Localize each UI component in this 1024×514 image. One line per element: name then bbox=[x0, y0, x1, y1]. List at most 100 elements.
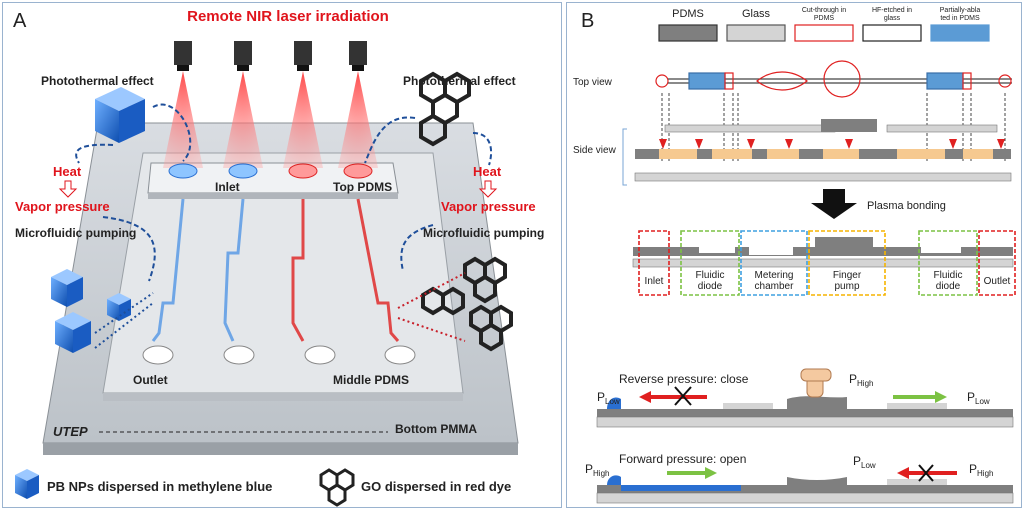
panel-a: A Remote NIR laser irradiation bbox=[2, 2, 562, 508]
forward-block-cross bbox=[918, 464, 934, 482]
outlet-well-2 bbox=[223, 345, 255, 365]
microfluidic-pumping-right: Microfluidic pumping bbox=[423, 226, 544, 240]
label-utep: UTEP bbox=[53, 424, 88, 439]
laser-1 bbox=[163, 41, 203, 168]
label-outlet: Outlet bbox=[133, 373, 168, 387]
laser-title: Remote NIR laser irradiation bbox=[187, 8, 389, 25]
segment-outline bbox=[978, 230, 1016, 296]
go-hex-right bbox=[421, 256, 513, 352]
segment-outline bbox=[638, 230, 670, 296]
outlet-well-4 bbox=[384, 345, 416, 365]
laser-3 bbox=[283, 41, 323, 168]
bottom-pmma-edge bbox=[43, 443, 518, 455]
arrow-photothermal-right bbox=[364, 116, 416, 164]
reverse-right-arrow bbox=[893, 391, 947, 403]
p-high-reverse: PHigh bbox=[849, 372, 873, 388]
plasma-bonding-arrow bbox=[811, 189, 857, 219]
side-view-bracket bbox=[622, 128, 627, 186]
pb-cube-top bbox=[95, 87, 145, 143]
top-view-label: Top view bbox=[573, 77, 613, 88]
segment-outline bbox=[680, 230, 740, 296]
dotted-callout-left-2 bbox=[94, 302, 154, 349]
side-view-label: Side view bbox=[573, 145, 617, 156]
panel-b-letter: B bbox=[581, 10, 594, 32]
segment-label: Outlet bbox=[984, 276, 1011, 287]
side-view-layers bbox=[634, 119, 1012, 182]
microchannels bbox=[151, 198, 400, 342]
svg-text:PLow: PLow bbox=[967, 390, 990, 406]
legend-swatch bbox=[726, 24, 786, 42]
p-low-forward: PLow bbox=[853, 454, 876, 470]
forward-left-arrow bbox=[897, 467, 957, 479]
bonded-chip bbox=[632, 237, 1014, 268]
finger-icon bbox=[800, 368, 832, 398]
segment-label: Inlet bbox=[645, 276, 664, 287]
laser-4 bbox=[338, 41, 378, 168]
middle-pdms-edge bbox=[103, 393, 463, 401]
pb-cubes-left bbox=[51, 269, 131, 353]
segment-box: Outlet bbox=[978, 230, 1016, 296]
laser-2 bbox=[223, 41, 263, 168]
photothermal-left: Photothermal effect bbox=[41, 74, 154, 88]
forward-right-arrow bbox=[667, 467, 717, 479]
p-high-left-forward: PHigh bbox=[585, 462, 609, 478]
inlet-reservoir-3 bbox=[288, 163, 318, 179]
p-low-left-reverse: PLow bbox=[597, 390, 620, 406]
legend-label: Glass bbox=[742, 8, 771, 20]
forward-pressure-diagram bbox=[596, 475, 1014, 504]
legend-swatch bbox=[658, 24, 718, 42]
legend-label: PDMS bbox=[672, 8, 704, 20]
reverse-pressure-diagram bbox=[596, 396, 1014, 428]
segment-outline bbox=[740, 230, 808, 296]
panel-a-diagram: A Remote NIR laser irradiation bbox=[13, 8, 544, 507]
microfluidic-pumping-left: Microfluidic pumping bbox=[15, 226, 136, 240]
vapor-pressure-left: Vapor pressure bbox=[15, 199, 110, 214]
arrow-down-right bbox=[478, 180, 498, 198]
go-hex-top bbox=[419, 71, 471, 147]
legend-swatch bbox=[794, 24, 854, 42]
legend-pb-label: PB NPs dispersed in methylene blue bbox=[47, 479, 272, 494]
label-top-pdms: Top PDMS bbox=[333, 180, 392, 194]
svg-text:PHigh: PHigh bbox=[585, 462, 609, 478]
label-bottom-pmma: Bottom PMMA bbox=[395, 422, 477, 436]
heat-right: Heat bbox=[473, 164, 502, 179]
reverse-pressure-label: Reverse pressure: close bbox=[619, 372, 749, 386]
p-low-right-reverse: PLow bbox=[967, 390, 990, 406]
legend-item: PDMS bbox=[658, 8, 718, 42]
top-view-diagram bbox=[655, 60, 1012, 98]
reverse-block-cross bbox=[674, 386, 692, 406]
arrow-pumping-left bbox=[102, 216, 156, 282]
forward-pressure-label: Forward pressure: open bbox=[619, 452, 746, 466]
laser-array bbox=[163, 41, 378, 168]
arrow-heat-right bbox=[472, 132, 492, 166]
legend-pb-icon bbox=[15, 469, 39, 499]
p-high-right-forward: PHigh bbox=[969, 462, 993, 478]
arrow-photothermal-left bbox=[152, 103, 192, 162]
inlet-reservoir-1 bbox=[168, 163, 198, 179]
outlet-well-3 bbox=[304, 345, 336, 365]
svg-text:PHigh: PHigh bbox=[969, 462, 993, 478]
segment-outline bbox=[808, 230, 886, 296]
inlet-reservoir-4 bbox=[343, 163, 373, 179]
dotted-callout-right-2 bbox=[397, 317, 466, 342]
heat-left: Heat bbox=[53, 164, 82, 179]
segment-outline bbox=[918, 230, 978, 296]
svg-text:PHigh: PHigh bbox=[849, 372, 873, 388]
reverse-left-arrow bbox=[639, 391, 707, 403]
plasma-bonding-label: Plasma bonding bbox=[867, 200, 946, 212]
